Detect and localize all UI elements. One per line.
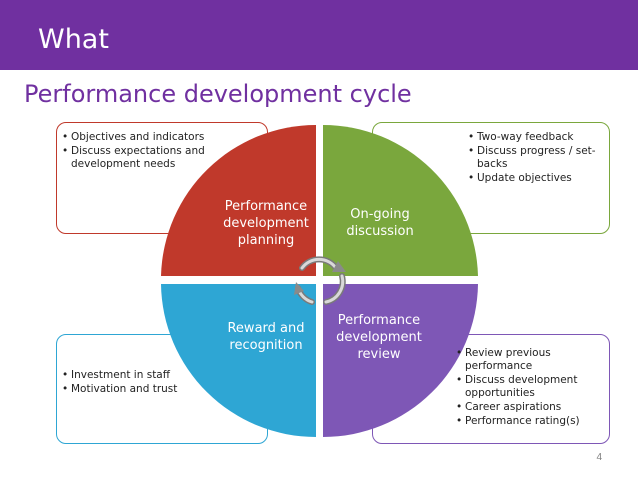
list-item: Discuss progress / set-backs	[468, 145, 598, 171]
discussion-notes-list: Two-way feedback Discuss progress / set-…	[468, 131, 598, 186]
recognition-notes-list: Investment in staff Motivation and trust	[62, 369, 227, 397]
page-number: 4	[596, 452, 602, 463]
review-notes-list: Review previous performance Discuss deve…	[456, 347, 606, 429]
discussion-label: On-going discussion	[346, 207, 414, 239]
segment-discussion	[323, 124, 478, 276]
slide-subtitle: Performance development cycle	[24, 80, 412, 108]
list-item: Discuss development opportunities	[456, 374, 606, 400]
list-item: Review previous performance	[456, 347, 606, 373]
segment-planning	[161, 124, 316, 276]
slide-title: What	[38, 24, 109, 55]
list-item: Objectives and indicators	[62, 131, 227, 144]
planning-notes-list: Objectives and indicators Discuss expect…	[62, 131, 227, 172]
header-bar: What	[0, 0, 638, 70]
list-item: Career aspirations	[456, 401, 606, 414]
planning-label: Performance development planning	[223, 199, 309, 248]
list-item: Discuss expectations and development nee…	[62, 145, 227, 171]
review-label: Performance development review	[336, 313, 422, 362]
list-item: Update objectives	[468, 172, 598, 185]
segment-review	[323, 284, 478, 437]
list-item: Performance rating(s)	[456, 415, 606, 428]
segment-recognition	[161, 284, 316, 437]
list-item: Two-way feedback	[468, 131, 598, 144]
recognition-label: Reward and recognition	[227, 321, 305, 353]
cycle-arrows-icon	[294, 256, 346, 305]
list-item: Motivation and trust	[62, 383, 227, 396]
list-item: Investment in staff	[62, 369, 227, 382]
